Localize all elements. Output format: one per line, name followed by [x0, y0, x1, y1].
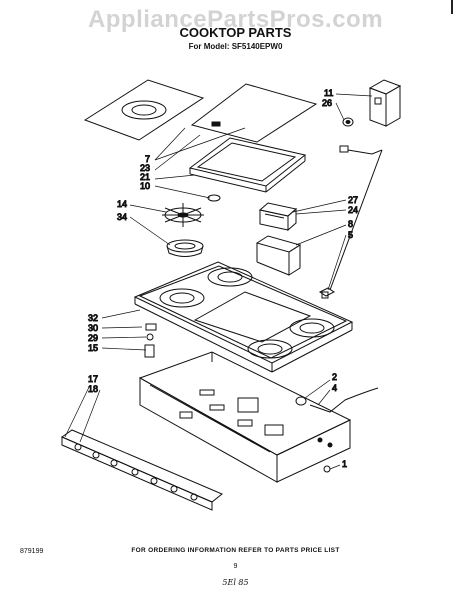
page-title: COOKTOP PARTS	[179, 25, 292, 40]
callout-1: 1	[342, 459, 347, 469]
power-cord	[295, 387, 379, 473]
callout-11: 11	[324, 88, 333, 98]
vent-grille	[258, 202, 298, 232]
callout-17: 17	[88, 374, 98, 384]
griddle-cover-panel	[190, 83, 318, 143]
burner-cover-panel-left	[83, 79, 205, 141]
knob-part	[342, 117, 354, 127]
valve-parts	[144, 323, 157, 358]
callout-34: 34	[117, 212, 127, 222]
control-switch	[368, 79, 402, 127]
callout-15: 15	[88, 343, 98, 353]
vent-duct	[255, 235, 302, 276]
callout-8: 8	[348, 219, 353, 229]
callout-10: 10	[140, 181, 150, 191]
small-clip-part	[207, 194, 221, 202]
callout-21: 21	[140, 172, 150, 182]
callout-23: 23	[140, 163, 150, 173]
sensor-wire	[329, 145, 383, 291]
cooktop-chassis	[138, 351, 352, 483]
callout-14: 14	[117, 199, 127, 209]
callout-7: 7	[145, 154, 150, 164]
page-number: 9	[233, 563, 238, 570]
footer-code: 879199	[20, 548, 44, 555]
model-subtitle: For Model: SF5140EPW0	[188, 42, 283, 51]
callout-2: 2	[332, 372, 337, 382]
watermark: AppliancePartsPros.com	[87, 6, 384, 33]
callout-24: 24	[348, 205, 358, 215]
control-front-strip	[60, 429, 223, 511]
callout-27: 27	[348, 195, 358, 205]
callout-30: 30	[88, 323, 98, 333]
callout-26: 26	[322, 98, 332, 108]
callout-29: 29	[88, 333, 98, 343]
small-bracket-5	[319, 287, 335, 299]
corner-mark	[451, 0, 453, 14]
burner-grate	[162, 203, 204, 227]
callout-4: 4	[332, 383, 337, 393]
callout-18: 18	[88, 384, 98, 394]
burner-cup	[166, 239, 204, 257]
cooktop-main-panel	[133, 261, 354, 373]
callout-5: 5	[348, 230, 353, 240]
footer-ordering-note: FOR ORDERING INFORMATION REFER TO PARTS …	[131, 547, 340, 554]
callout-32: 32	[88, 313, 98, 323]
handwritten-note: 5El 85	[222, 578, 249, 587]
grill-frame	[188, 137, 307, 193]
leader-lines	[64, 93, 373, 470]
